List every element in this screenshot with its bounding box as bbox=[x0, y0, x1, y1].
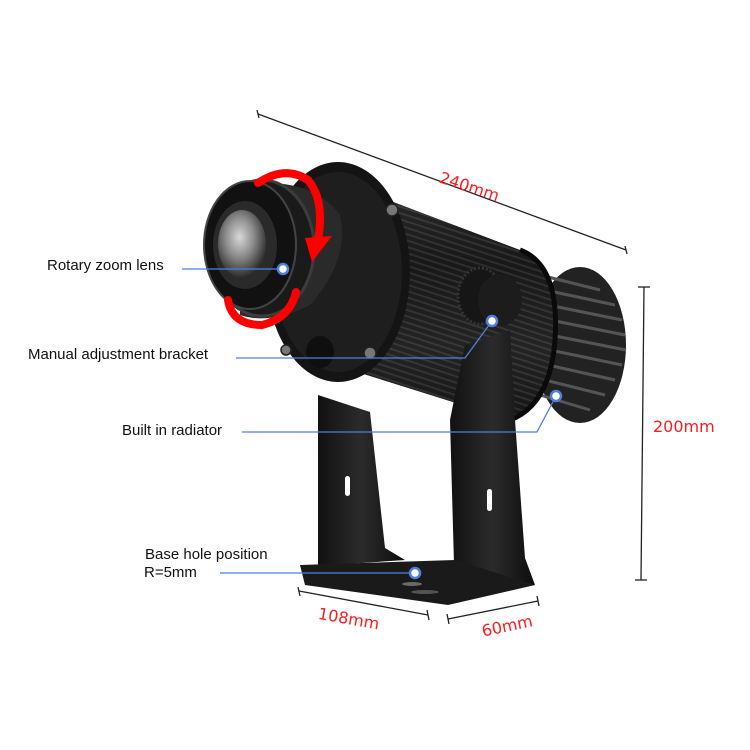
dimension-line-base-length bbox=[297, 586, 430, 621]
callout-dot-icon bbox=[485, 314, 499, 328]
mounting-bracket bbox=[300, 330, 535, 605]
slot-hole bbox=[487, 489, 492, 511]
callout-dot-icon bbox=[276, 262, 290, 276]
callout-lines bbox=[182, 268, 557, 574]
dimension-height: 200mm bbox=[653, 417, 715, 436]
label-manual-adjustment-bracket: Manual adjustment bracket bbox=[28, 346, 209, 363]
dimension-line-height bbox=[635, 286, 650, 581]
rotation-arrow-icon bbox=[224, 169, 332, 330]
screw-icon bbox=[280, 344, 292, 356]
dimension-line-base-width bbox=[446, 595, 540, 625]
screw-icon bbox=[363, 346, 377, 360]
slot-hole bbox=[345, 476, 350, 496]
callout-dot-icon bbox=[408, 566, 422, 580]
dimension-line-length bbox=[256, 109, 628, 255]
callout-dots bbox=[276, 262, 563, 580]
callout-dot-icon bbox=[549, 389, 563, 403]
label-base-hole-position: Base hole position bbox=[145, 546, 268, 563]
label-base-hole-radius: R=5mm bbox=[144, 564, 197, 581]
label-built-in-radiator: Built in radiator bbox=[122, 422, 223, 439]
adjustment-knob bbox=[456, 266, 522, 326]
screw-icon bbox=[385, 203, 399, 217]
label-rotary-zoom-lens: Rotary zoom lens bbox=[47, 257, 164, 274]
